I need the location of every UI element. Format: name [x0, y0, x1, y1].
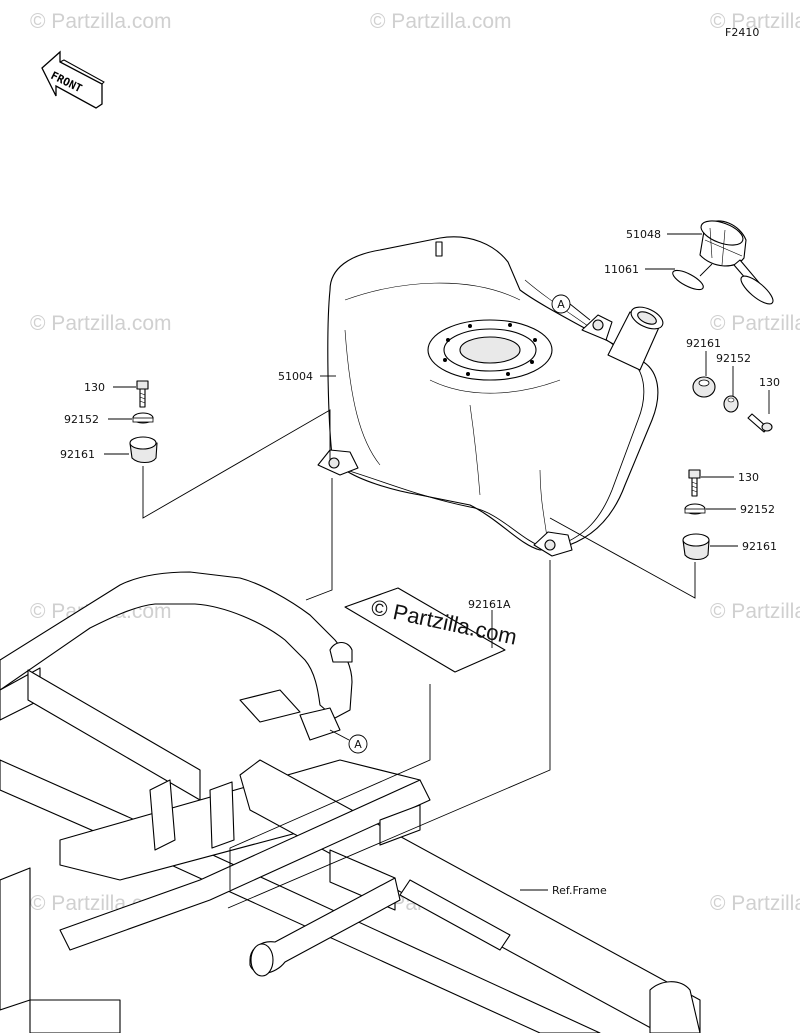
bolt-right-top [747, 413, 773, 433]
callout-collar-right-top: 92152 [716, 352, 751, 365]
collar-right-top [723, 395, 739, 413]
callout-cap: 51048 [626, 228, 661, 241]
watermark-6: © Partzilla.com [710, 312, 800, 335]
figure-code: F2410 [725, 26, 759, 39]
ref-marker-a-frame: A [329, 729, 368, 754]
callout-collar-right: 92152 [740, 503, 775, 516]
callout-frame-ref: Ref.Frame [552, 884, 607, 897]
bolt-right [688, 469, 701, 497]
callout-bolt-right: 130 [738, 471, 759, 484]
ref-marker-a-tank: A [551, 294, 591, 321]
callout-damper-right: 92161 [742, 540, 777, 553]
svg-text:A: A [557, 298, 565, 311]
callout-bolt-left: 130 [84, 381, 105, 394]
watermark-3: © Partzilla.com [710, 10, 800, 33]
watermark-11: © Partzilla.com [710, 892, 800, 915]
fuel-cap [699, 220, 774, 305]
callout-damper-left: 92161 [60, 448, 95, 461]
collar-right [684, 503, 706, 515]
bolt-left [136, 380, 149, 408]
collar-left [132, 412, 154, 424]
watermark-4: © Partzilla.com [30, 312, 172, 335]
callout-gasket: 11061 [604, 263, 639, 276]
guide-lines [142, 409, 696, 909]
callout-labels: 51048 11061 51004 130 92152 92161 92161 … [60, 228, 780, 897]
callout-damper-right-top: 92161 [686, 337, 721, 350]
gasket [672, 269, 704, 291]
damper-left [129, 436, 158, 464]
watermark-1: © Partzilla.com [30, 10, 172, 33]
pad [344, 587, 506, 673]
damper-right [682, 533, 710, 561]
callout-tank: 51004 [278, 370, 313, 383]
damper-right-top [692, 376, 716, 398]
watermark-8: © Partzilla.com [710, 600, 800, 623]
watermark-2: © Partzilla.com [370, 10, 512, 33]
leader-lines [104, 233, 770, 891]
callout-collar-left: 92152 [64, 413, 99, 426]
svg-text:A: A [354, 738, 362, 751]
front-arrow-icon: FRONT [41, 50, 105, 109]
callout-bolt-right-top: 130 [759, 376, 780, 389]
vehicle-frame [0, 571, 701, 1033]
callout-pad: 92161A [468, 598, 511, 611]
fuel-tank [317, 236, 664, 557]
